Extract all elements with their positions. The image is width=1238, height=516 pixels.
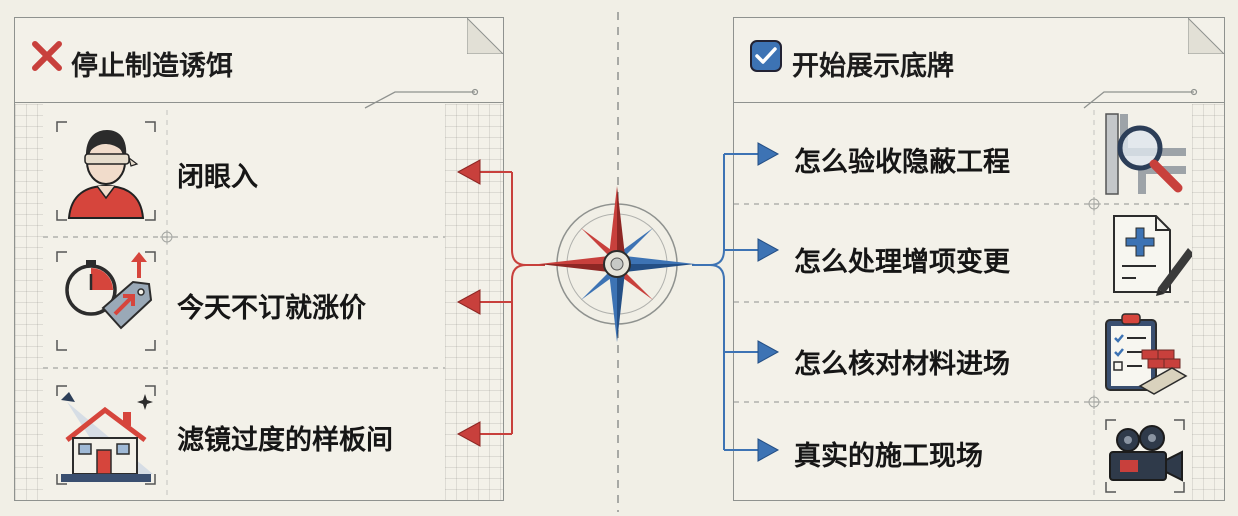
clipboard-bricks-icon [1105, 313, 1188, 395]
right-row-separators [734, 110, 1192, 496]
stopwatch-price-tag-icon [56, 251, 156, 351]
blue-arrowheads [757, 142, 780, 462]
spotlight-house-icon [56, 385, 156, 485]
left-panel-header: 停止制造诱饵 [15, 18, 503, 109]
left-panel-title: 停止制造诱饵 [71, 51, 233, 82]
right-item-label: 怎么验收隐蔽工程 [794, 147, 1010, 178]
right-item-label: 怎么核对材料进场 [794, 349, 1010, 380]
blue-checkbox-icon [750, 40, 782, 72]
blue-connector [692, 153, 760, 451]
right-panel-header: 开始展示底牌 [734, 18, 1224, 109]
right-item-label: 怎么处理增项变更 [794, 247, 1010, 278]
red-x-icon [32, 41, 62, 71]
annotation-leader [364, 88, 479, 109]
blindfolded-person-icon [56, 121, 156, 221]
annotation-leader [1083, 88, 1198, 109]
video-camera-icon [1105, 419, 1185, 493]
left-item-label: 今天不订就涨价 [177, 293, 366, 324]
right-panel: 开始展示底牌 怎么验收隐蔽工程 怎么处理增项变更 怎么核对材料进场 真实的施工现… [733, 17, 1225, 501]
right-item-label: 真实的施工现场 [794, 441, 983, 472]
left-row-separators [43, 110, 445, 496]
left-grid-strip [15, 104, 43, 500]
right-grid-strip [1192, 104, 1224, 500]
document-pen-icon [1113, 215, 1192, 296]
compass-rose-icon [539, 186, 695, 342]
right-panel-title: 开始展示底牌 [792, 51, 954, 82]
magnifier-pipes-icon [1105, 113, 1186, 195]
left-item-label: 滤镜过度的样板间 [177, 425, 393, 456]
folded-corner [1188, 18, 1224, 54]
red-arrowheads [456, 159, 481, 447]
folded-corner [467, 18, 503, 54]
left-item-label: 闭眼入 [177, 162, 258, 193]
red-connector [478, 171, 545, 435]
